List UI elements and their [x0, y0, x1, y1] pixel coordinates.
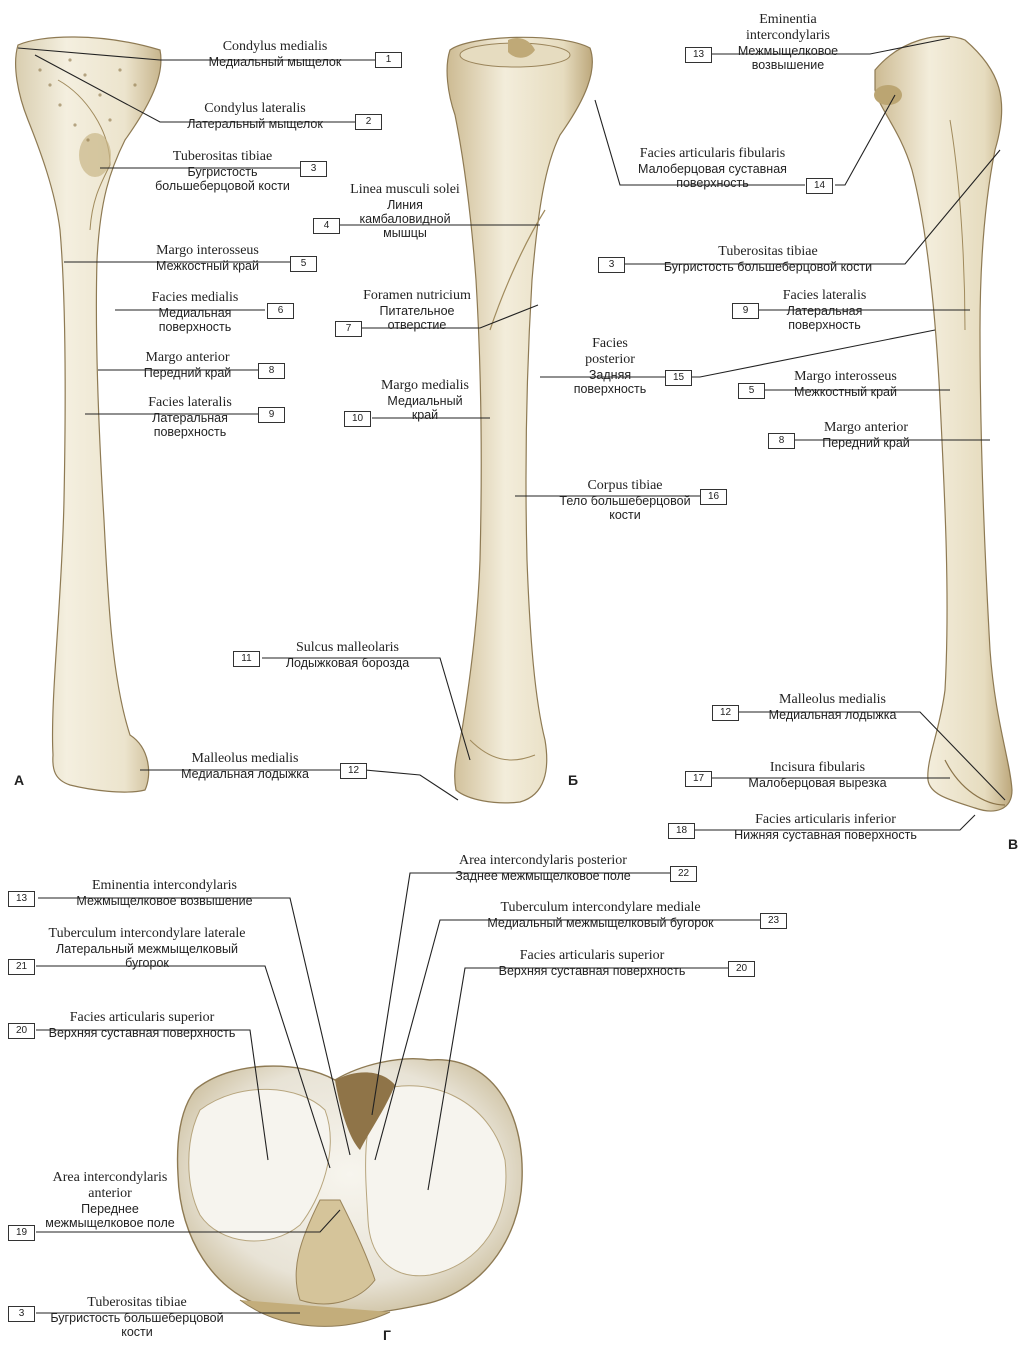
number-box-13-g: 13	[8, 891, 35, 907]
number-box-3-v: 3	[598, 257, 625, 273]
number-box-17: 17	[685, 771, 712, 787]
view-letter-a: А	[14, 772, 24, 788]
number-box-7: 7	[335, 321, 362, 337]
number-box-10: 10	[344, 411, 371, 427]
number-box-16: 16	[700, 489, 727, 505]
number-box-20-right: 20	[728, 961, 755, 977]
view-letter-g: Г	[383, 1327, 391, 1343]
view-letter-b: Б	[568, 772, 578, 788]
number-box-22: 22	[670, 866, 697, 882]
number-box-5-v: 5	[738, 383, 765, 399]
number-box-8-v: 8	[768, 433, 795, 449]
number-box-18: 18	[668, 823, 695, 839]
number-box-13-v: 13	[685, 47, 712, 63]
number-box-4: 4	[313, 218, 340, 234]
number-box-8-a: 8	[258, 363, 285, 379]
number-box-5-a: 5	[290, 256, 317, 272]
number-box-2: 2	[355, 114, 382, 130]
number-box-12-v: 12	[712, 705, 739, 721]
number-box-15: 15	[665, 370, 692, 386]
number-box-9-a: 9	[258, 407, 285, 423]
number-box-14: 14	[806, 178, 833, 194]
number-box-11: 11	[233, 651, 260, 667]
number-box-1: 1	[375, 52, 402, 68]
number-box-9-v: 9	[732, 303, 759, 319]
number-box-6: 6	[267, 303, 294, 319]
view-letter-v: В	[1008, 836, 1018, 852]
tibia-superior-view	[178, 1059, 523, 1327]
number-box-19: 19	[8, 1225, 35, 1241]
number-box-12-a: 12	[340, 763, 367, 779]
number-box-21: 21	[8, 959, 35, 975]
number-box-3-g: 3	[8, 1306, 35, 1322]
number-box-23: 23	[760, 913, 787, 929]
number-box-3-a: 3	[300, 161, 327, 177]
number-box-20-left: 20	[8, 1023, 35, 1039]
